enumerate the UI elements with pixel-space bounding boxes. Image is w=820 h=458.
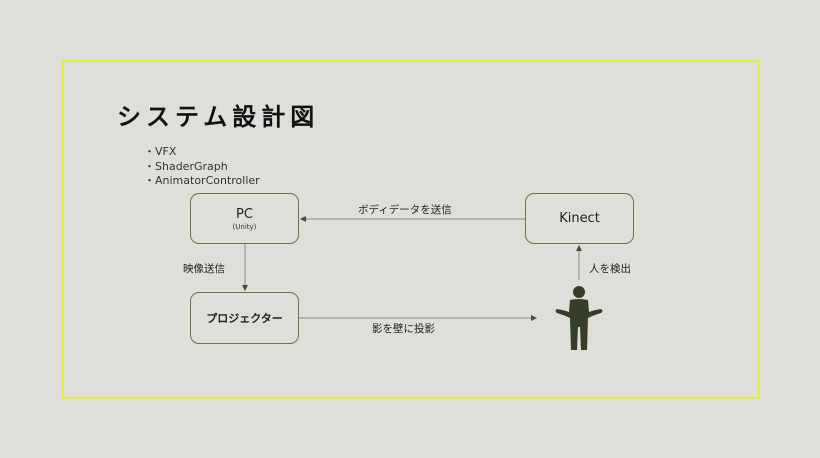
- list-item: ShaderGraph: [148, 160, 260, 175]
- edge-label-kinect-to-pc: ボディデータを送信: [358, 204, 452, 216]
- pc-node: PC (Unity): [190, 193, 299, 244]
- pc-sublabel: (Unity): [232, 222, 257, 231]
- page-title: システム設計図: [117, 103, 320, 131]
- tech-list: VFX ShaderGraph AnimatorController: [148, 145, 260, 189]
- pc-label: PC: [236, 206, 253, 222]
- projector-node: プロジェクター: [190, 292, 299, 344]
- list-item: VFX: [148, 145, 260, 160]
- edge-label-pc-to-projector: 映像送信: [183, 263, 225, 275]
- person-icon: [555, 286, 603, 350]
- projector-label: プロジェクター: [206, 312, 283, 325]
- kinect-label: Kinect: [559, 211, 600, 226]
- edge-label-person-to-kinect: 人を検出: [589, 263, 631, 275]
- list-item: AnimatorController: [148, 174, 260, 189]
- edge-label-projector-to-person: 影を壁に投影: [372, 323, 435, 335]
- slide-frame: [62, 60, 760, 399]
- kinect-node: Kinect: [525, 193, 634, 244]
